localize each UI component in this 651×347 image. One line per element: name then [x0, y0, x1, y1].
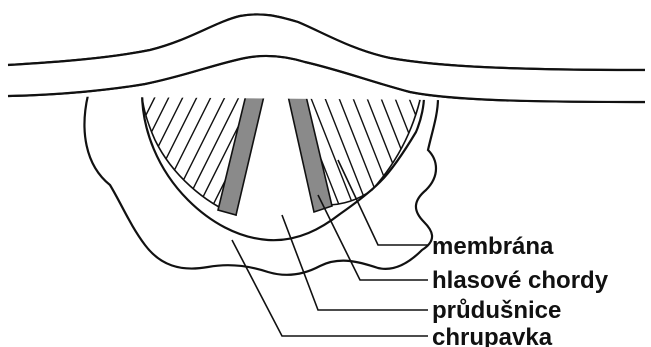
leader-chrupavka: [232, 240, 428, 336]
label-membrana: membrána: [432, 233, 554, 260]
label-prudusnice: průdušnice: [432, 297, 561, 324]
cartilage-outline: [84, 95, 438, 275]
label-chrupavka: chrupavka: [432, 324, 553, 347]
label-hlasove-chordy: hlasové chordy: [432, 267, 609, 294]
